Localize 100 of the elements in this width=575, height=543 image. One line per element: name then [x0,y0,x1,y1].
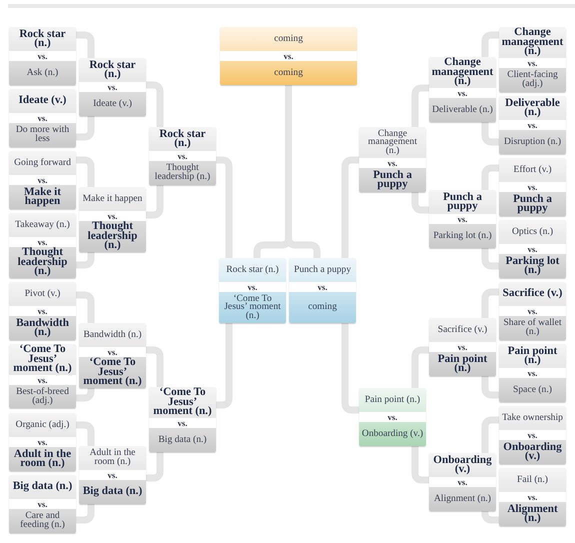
match-box [499,27,566,92]
bracket-line [216,323,232,408]
contestant-name: Best-of-breed (adj.) [15,388,70,406]
match-box [499,220,566,278]
versus-label: vs. [528,182,538,192]
contestant-name: Deliverable (n.) [504,98,561,118]
contestant-name: Rock star (n.) [226,266,279,274]
versus-label: vs. [284,52,294,60]
match-box [499,344,566,402]
contestant-name: Ideate (v.) [18,96,66,106]
versus-label: vs. [528,492,538,502]
match-box [429,453,496,511]
versus-label: vs. [458,478,468,486]
match-box [79,323,146,388]
bracket-line [482,510,499,524]
match-box [429,190,496,248]
contestant-name: Parking lot (n.) [433,232,492,240]
contestant-name: Going forward [14,158,71,168]
contestant-name: Thought leadership (n.) [86,222,138,251]
contestant-name: Bandwidth (n.) [15,318,70,338]
contestant-name: Effort (v.) [513,166,552,174]
contestant-name: Do more with less [14,126,70,144]
bracket-line [216,156,232,258]
contestant-name: Organic (adj.) [16,420,70,430]
contestant-name: Optics (n.) [512,228,554,236]
bracket-line [76,292,94,323]
contestant-name: ‘Come To Jesus’ moment (n.) [152,388,213,417]
contestant-name: Sacrifice (v.) [502,289,562,299]
bracket-line [76,252,94,268]
contestant-name: Pain point (n.) [436,354,488,374]
versus-label: vs. [388,158,398,168]
contestant-name: Change management (n.) [366,130,418,156]
versus-label: vs. [458,214,468,224]
match-box [499,282,566,340]
match-box [79,58,146,116]
match-box [359,127,426,192]
contestant-name: Adult in the room (n.) [12,450,72,468]
contestant-name: Change management (n.) [431,58,494,87]
bracket-line [342,323,359,414]
contestant-name: Client-facing (adj.) [506,71,559,89]
match-box [429,57,496,122]
bracket-line [482,164,499,190]
contestant-name: coming [274,34,303,44]
contestant-name: Thought leadership (n.) [154,164,212,182]
contestant-name: Change management (n.) [501,28,564,57]
contestant-name: Takeaway (n.) [15,220,70,230]
bracket-line [76,504,94,524]
match-box [499,468,566,526]
versus-label: vs. [388,412,398,422]
bracket-line [76,116,94,140]
versus-label: vs. [528,120,538,130]
versus-label: vs. [108,212,118,220]
match-box [9,413,76,471]
versus-label: vs. [248,282,258,292]
bracket-line [76,32,94,58]
contestant-name: Punch a puppy [512,194,553,214]
versus-label: vs. [38,306,48,316]
versus-label: vs. [108,348,118,356]
match-box [9,344,76,408]
bracket-line [76,422,94,446]
contestant-name: Care and feeding (n.) [19,512,66,530]
contestant-name: Rock star (n.) [18,30,67,48]
contestant-name: Onboarding (v.) [362,430,424,438]
contestant-name: Make it happen [23,188,62,206]
contestant-name: Parking lot (n.) [504,256,560,276]
match-box [9,282,76,340]
contestant-name: Big data (n.) [82,487,142,497]
bracket-line [412,192,429,214]
match-box [219,258,286,323]
match-box [359,388,426,446]
contestant-name: Deliverable (n.) [432,106,493,114]
contestant-name: coming [274,68,303,78]
contestant-name: Pivot (v.) [24,290,60,298]
bracket-line [342,156,359,258]
contestant-name: Sacrifice (v.) [438,326,488,334]
versus-label: vs. [458,88,468,98]
bracket-line [76,388,94,402]
match-box [499,158,566,216]
contestant-name: Space (n.) [513,386,552,394]
bracket-line [482,122,499,146]
contestant-name: Punch a puppy [442,192,483,212]
versus-label: vs. [528,58,538,68]
match-box [499,96,566,154]
contestant-name: ‘Come To Jesus’ moment (n.) [12,345,73,374]
versus-label: vs. [108,470,118,480]
versus-label: vs. [528,368,538,378]
versus-label: vs. [318,282,328,292]
contestant-name: Punch a puppy [294,266,352,274]
versus-label: vs. [38,500,48,508]
contestant-name: Thought leadership (n.) [16,248,68,277]
match-box [9,151,76,209]
contestant-name: Pain point (n.) [506,346,558,366]
versus-label: vs. [178,418,188,428]
bracket-line [412,446,429,484]
match-box [9,27,76,85]
contestant-name: coming [308,303,337,312]
bracket-line [482,376,499,398]
versus-label: vs. [38,176,48,184]
contestant-name: Adult in the room (n.) [88,449,136,467]
contestant-name: Bandwidth (n.) [83,330,142,340]
